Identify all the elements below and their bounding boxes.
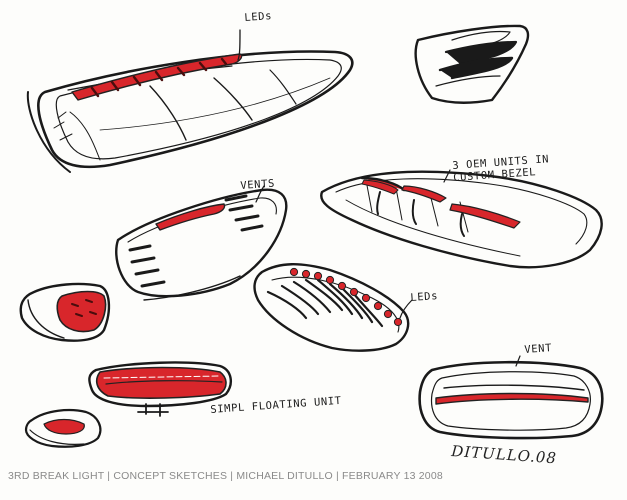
sketch-oem-units-bezel: [320, 169, 603, 269]
sketch-vented-bezel-top-right: [414, 24, 530, 104]
sheet-caption: 3RD BREAK LIGHT | CONCEPT SKETCHES | MIC…: [8, 470, 443, 482]
sketch-floating-unit: [88, 361, 232, 417]
sketch-side-pod: [19, 282, 111, 342]
label-leds-top: LEDs: [244, 10, 273, 24]
label-vent: VENT: [524, 342, 553, 356]
led-strip-large: [71, 53, 243, 101]
label-vents: VENTS: [240, 177, 276, 192]
sketch-small-wedge: [24, 409, 102, 448]
sketch-vented-bezel-center: [115, 185, 288, 301]
sketch-large-bezel: [26, 29, 354, 173]
sketch-vent-bezel-bottom-right: [418, 355, 604, 440]
label-leds-right: LEDs: [410, 290, 439, 304]
sketch-multi-led-panel: [253, 263, 413, 352]
